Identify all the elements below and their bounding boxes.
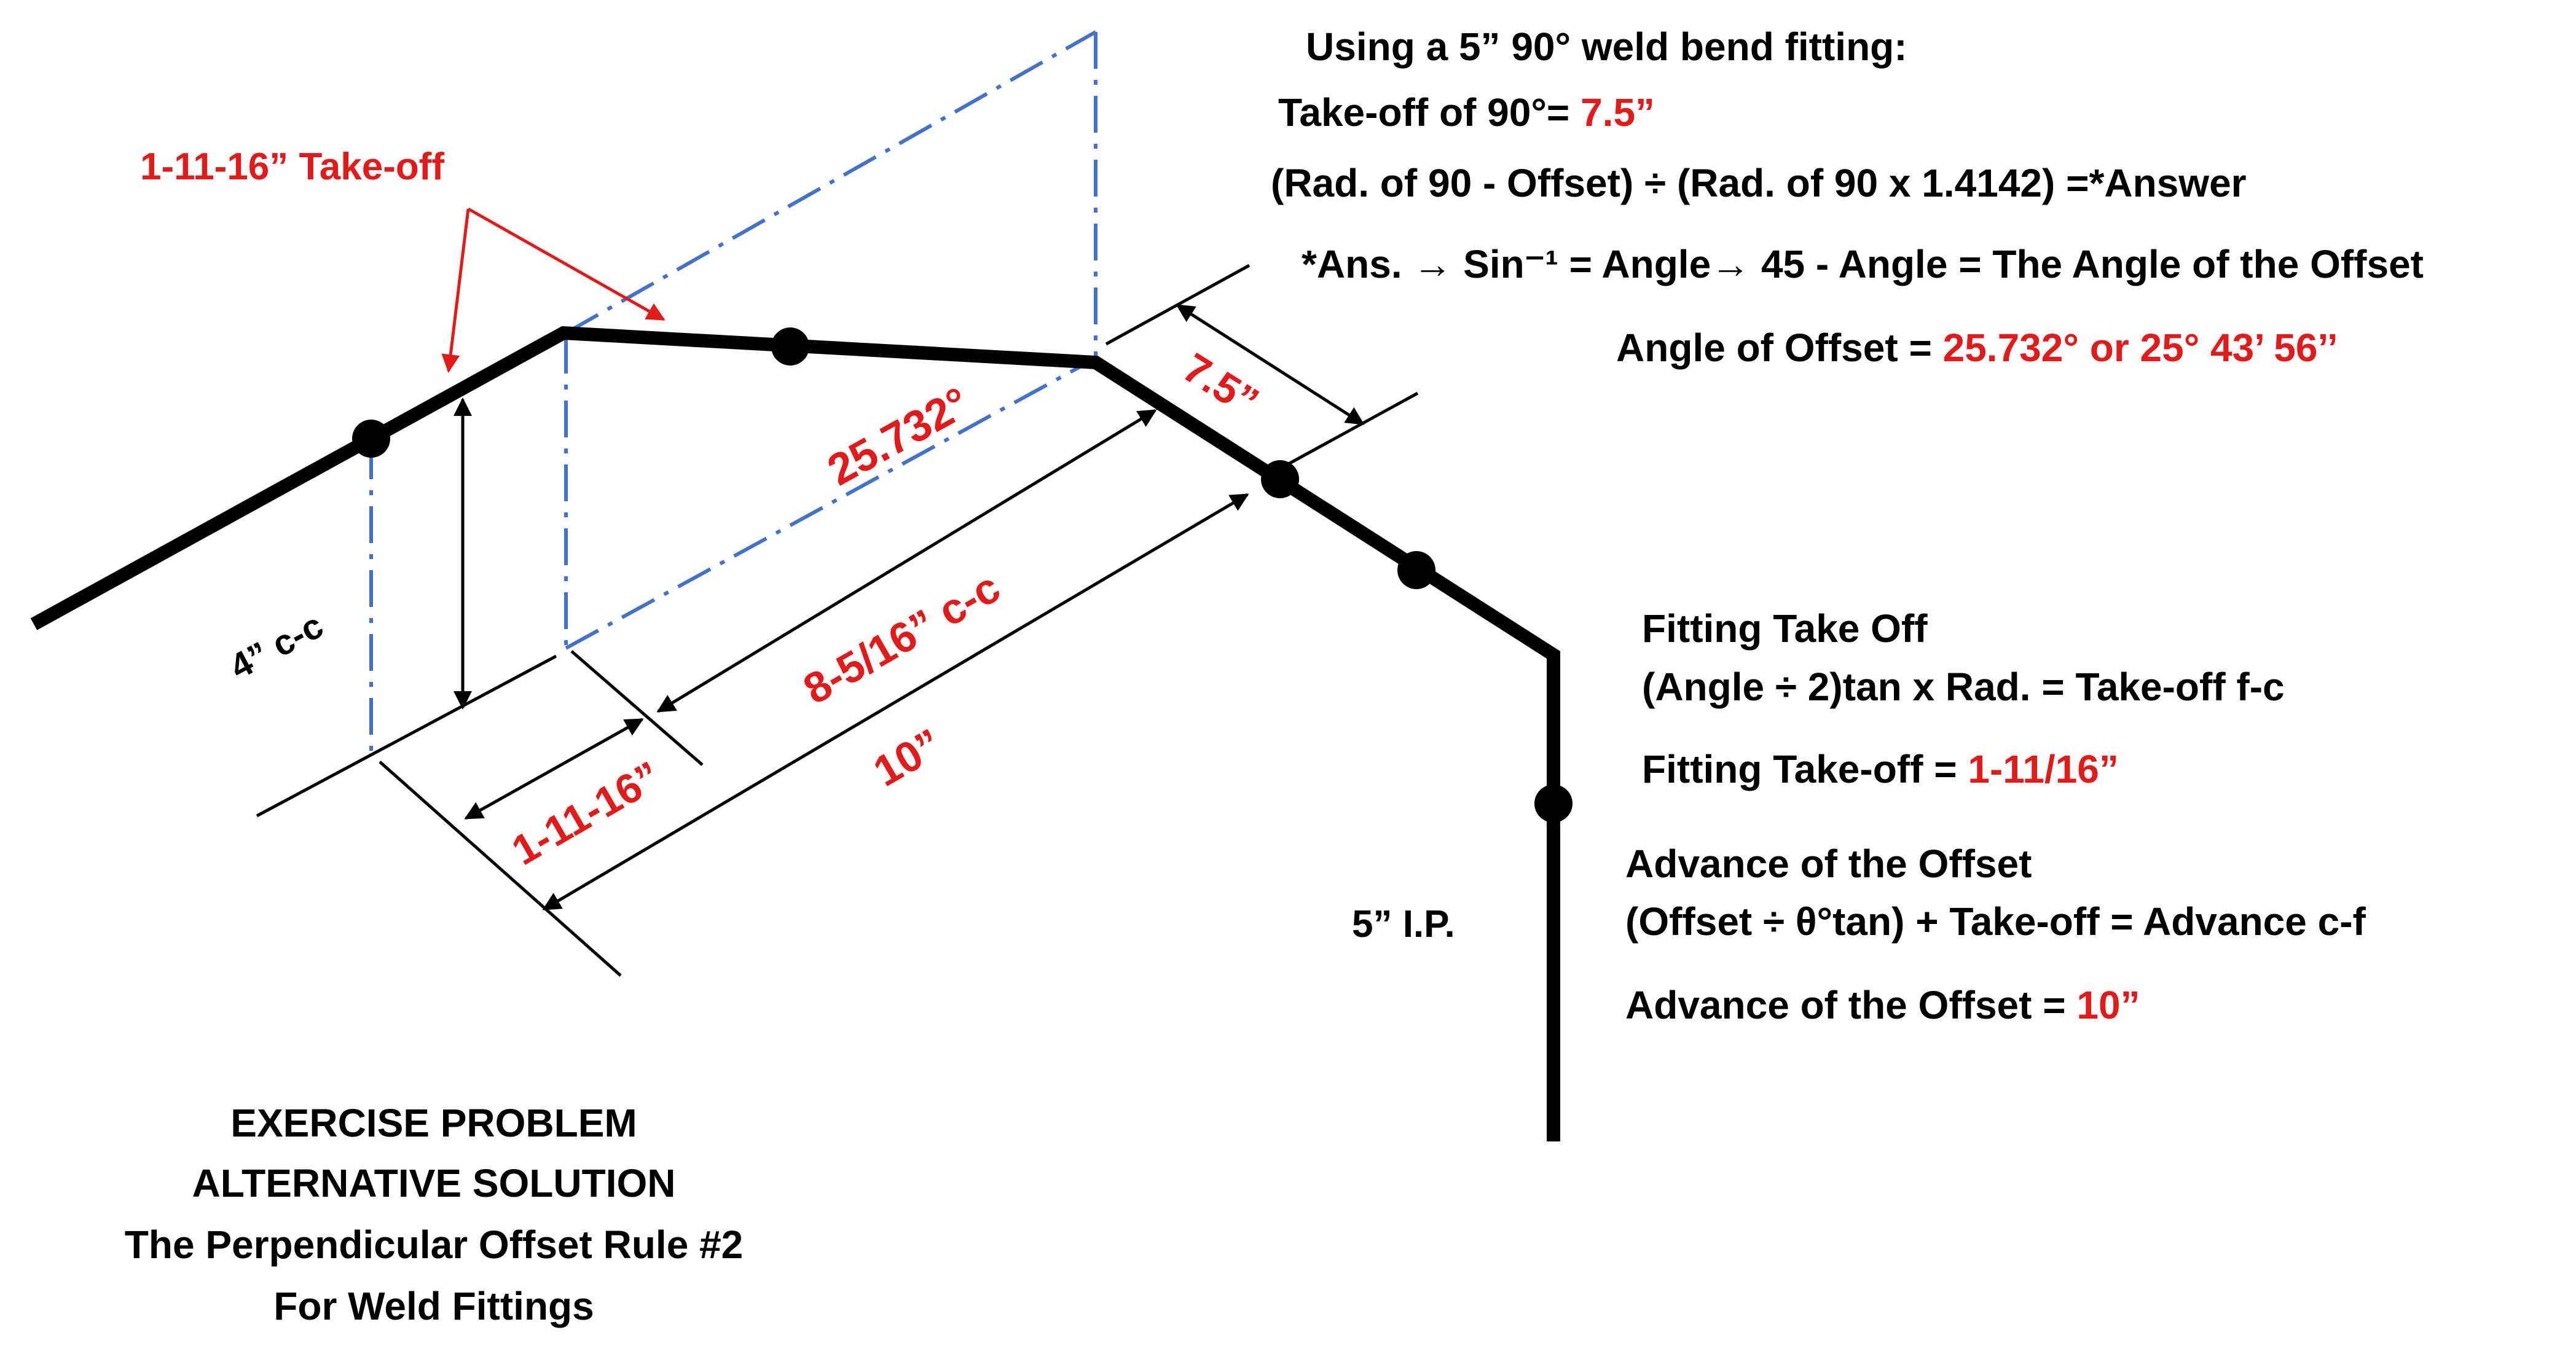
advance-header: Advance of the Offset xyxy=(1625,842,2032,886)
angle-of-offset-line: Angle of Offset = 25.732° or 25° 43’ 56’… xyxy=(1616,326,2338,370)
takeoff-result-label: Fitting Take-off = xyxy=(1642,747,1968,791)
extension-line-mid xyxy=(379,761,622,977)
takeoff-90-label: Take-off of 90°= xyxy=(1278,90,1581,135)
title-block: EXERCISE PROBLEM ALTERNATIVE SOLUTION Th… xyxy=(125,1101,744,1328)
weld-dot-5 xyxy=(1534,785,1573,823)
weld-dot-1 xyxy=(352,420,390,458)
pipe-size-label: 5” I.P. xyxy=(1352,903,1455,945)
sin-formula: *Ans. → Sin⁻¹ = Angle→ 45 - Angle = The … xyxy=(1302,242,2424,286)
offset-cc-label: 4” c-c xyxy=(224,605,330,687)
callout-leader-left xyxy=(441,208,470,373)
diagram-labels: 1-11-16” Take-off 4” c-c 25.732° 7.5” 8-… xyxy=(140,146,1455,945)
bend-takeoff-label: 7.5” xyxy=(1175,344,1266,426)
center-lines xyxy=(369,30,1098,753)
title-line-1: EXERCISE PROBLEM xyxy=(230,1101,637,1145)
pipe-centerline xyxy=(30,326,1560,1141)
takeoff-dim-label: 1-11-16” xyxy=(505,753,669,874)
dimension-lines xyxy=(256,264,1419,977)
angle-label: 25.732° xyxy=(820,378,978,495)
weld-dot-4 xyxy=(1397,551,1435,589)
advance-dim-label: 10” xyxy=(866,719,950,796)
title-line-2: ALTERNATIVE SOLUTION xyxy=(192,1161,676,1205)
extension-line-right-bottom xyxy=(1287,391,1419,466)
takeoff-90-value: 7.5” xyxy=(1581,90,1655,135)
takeoff-header: Fitting Take Off xyxy=(1642,606,1928,651)
center-line-bottom-diag xyxy=(565,356,1097,650)
callout-leader-right xyxy=(467,207,666,321)
angle-of-offset-label: Angle of Offset = xyxy=(1616,326,1943,370)
angle-of-offset-value: 25.732° or 25° 43’ 56’’ xyxy=(1943,326,2338,370)
ratio-formula: (Rad. of 90 - Offset) ÷ (Rad. of 90 x 1.… xyxy=(1271,161,2247,205)
title-line-4: For Weld Fittings xyxy=(273,1284,594,1328)
advance-result-value: 10” xyxy=(2076,983,2140,1027)
weld-dot-3 xyxy=(1261,460,1299,498)
takeoff-result-value: 1-11/16” xyxy=(1968,747,2119,791)
extension-line-left xyxy=(256,654,557,818)
takeoff-90-line: Take-off of 90°= 7.5” xyxy=(1278,90,1655,135)
title-line-3: The Perpendicular Offset Rule #2 xyxy=(125,1223,744,1267)
advance-formula: (Offset ÷ θ°tan) + Take-off = Advance c-… xyxy=(1625,899,2366,944)
center-line-upper-diag xyxy=(565,30,1097,335)
advance-result-label: Advance of the Offset = xyxy=(1625,983,2076,1027)
fitting-header: Using a 5” 90° weld bend fitting: xyxy=(1306,25,1907,69)
takeoff-formula: (Angle ÷ 2)tan x Rad. = Take-off f-c xyxy=(1642,665,2285,709)
formula-block: Using a 5” 90° weld bend fitting: Take-o… xyxy=(1271,25,2424,1027)
advance-dim-arrow xyxy=(542,493,1249,911)
takeoff-result-line: Fitting Take-off = 1-11/16” xyxy=(1642,747,2119,791)
travel-cc-label: 8-5/16” c-c xyxy=(796,563,1008,713)
weld-dot-2 xyxy=(771,327,809,366)
extension-line-right-top xyxy=(1105,264,1251,346)
takeoff-callout-leaders xyxy=(441,207,666,373)
advance-result-line: Advance of the Offset = 10” xyxy=(1625,983,2140,1027)
bend-takeoff-arrow xyxy=(1176,303,1365,426)
pipe-run xyxy=(30,326,1573,1141)
takeoff-callout-label: 1-11-16” Take-off xyxy=(140,146,444,188)
